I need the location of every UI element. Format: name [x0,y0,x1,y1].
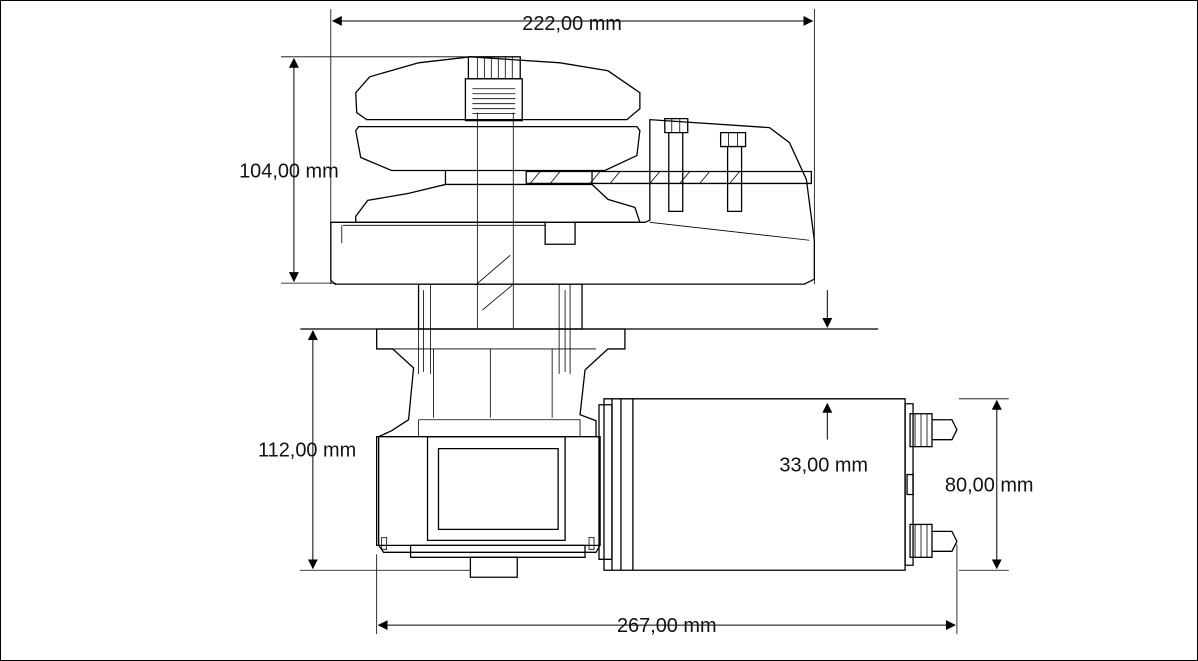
top-width-label: 222,00 mm [522,13,622,35]
lower-height-label: 112,00 mm [258,440,356,462]
motor [598,398,958,571]
dimension-lines [280,8,1009,635]
motor-offset-label: 33,00 mm [779,455,868,477]
dimension-labels: 222,00 mm 104,00 mm 112,00 mm 33,00 mm 8… [239,13,1033,637]
overall-width-label: 267,00 mm [617,615,717,637]
gear-housing [376,328,626,578]
motor-height-label: 80,00 mm [945,475,1034,497]
upper-windlass [330,56,815,329]
top-height-label: 104,00 mm [239,160,339,182]
